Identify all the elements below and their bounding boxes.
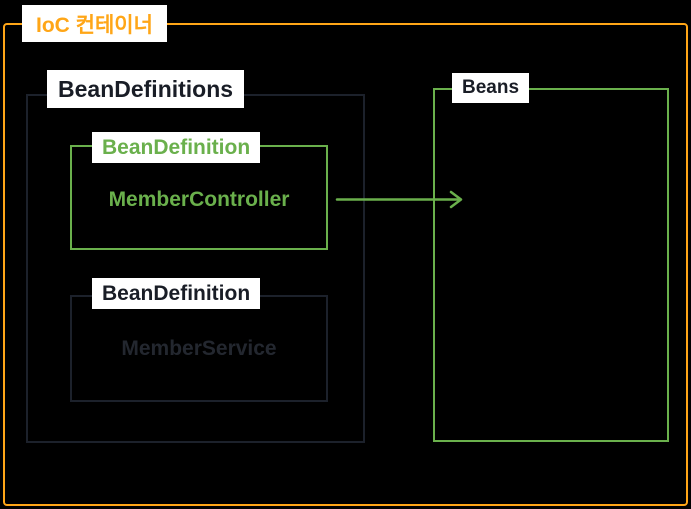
bean-class-name-memberservice: MemberService [121, 337, 277, 360]
bean-definition-label-membercontroller: BeanDefinition [92, 132, 261, 163]
bean-definitions-label: BeanDefinitions [47, 70, 245, 108]
ioc-container-frame [3, 23, 688, 506]
bean-definition-label-memberservice: BeanDefinition [92, 278, 261, 309]
ioc-container-title: IoC 컨테이너 [22, 5, 167, 42]
bean-class-name-membercontroller: MemberController [108, 188, 290, 211]
beans-label: Beans [452, 73, 530, 103]
beans-box [433, 88, 669, 442]
membercontroller-to-beans-arrow [335, 190, 463, 209]
arrowhead-right-icon [449, 190, 463, 209]
